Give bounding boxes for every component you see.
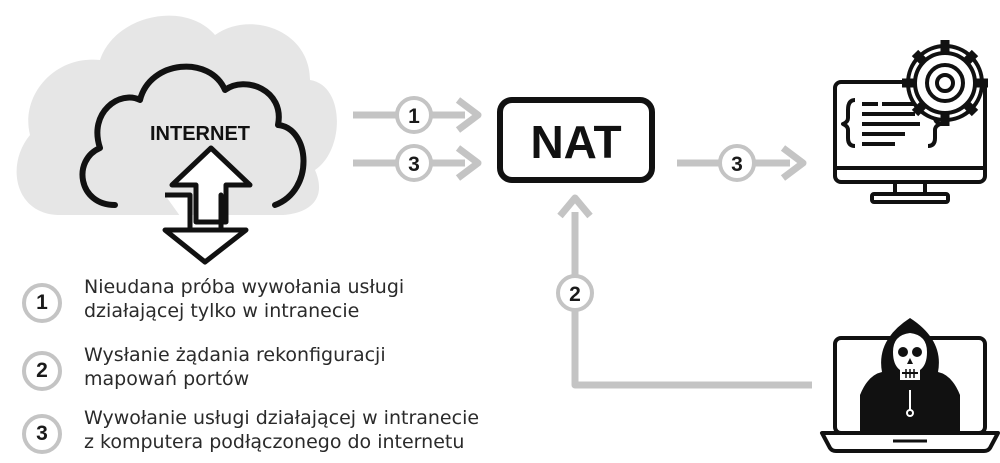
arrow-1-label: 1 bbox=[408, 105, 420, 128]
arrow-2-badge bbox=[556, 274, 594, 312]
hacker-laptop-icon bbox=[820, 318, 1000, 453]
arrow-3-to-nat: 3 bbox=[353, 144, 482, 182]
legend-item-2: 2 Wysłanie żądania rekonfiguracji mapowa… bbox=[22, 343, 386, 391]
arrow-2-label: 2 bbox=[569, 283, 581, 306]
gear-icon bbox=[902, 40, 988, 126]
legend-line: z komputera podłączonego do internetu bbox=[84, 431, 465, 453]
arrow-3-in-badge bbox=[395, 144, 433, 182]
arrow-3-in-label: 3 bbox=[408, 153, 420, 176]
legend-line: Wysłanie żądania rekonfiguracji bbox=[84, 344, 386, 366]
arrow-1-to-nat: 1 bbox=[353, 96, 482, 134]
legend-item-1: 1 Nieudana próba wywołania usługi działa… bbox=[22, 275, 404, 323]
cloud-icon bbox=[79, 63, 307, 208]
legend-line: Nieudana próba wywołania usługi bbox=[84, 276, 405, 298]
legend-text-3: Wywołanie usługi działającej w intraneci… bbox=[84, 406, 479, 454]
legend-number-2: 2 bbox=[22, 351, 62, 391]
legend-line: Wywołanie usługi działającej w intraneci… bbox=[84, 407, 480, 429]
nat-label: NAT bbox=[530, 116, 621, 168]
nat-box bbox=[497, 97, 655, 183]
legend-text-1: Nieudana próba wywołania usługi działają… bbox=[84, 275, 404, 323]
internet-label: INTERNET bbox=[150, 123, 250, 145]
arrow-1-badge bbox=[395, 96, 433, 134]
legend-line: mapowań portów bbox=[84, 368, 250, 390]
background-cloud-icon bbox=[16, 15, 337, 216]
legend-item-3: 3 Wywołanie usługi działającej w intrane… bbox=[22, 406, 479, 454]
legend-line: działającej tylko w intranecie bbox=[84, 300, 360, 322]
arrow-3-to-server: 3 bbox=[677, 144, 807, 182]
legend-number-1: 1 bbox=[22, 283, 62, 323]
legend-number-3: 3 bbox=[22, 414, 62, 454]
updown-arrow-icon bbox=[162, 145, 253, 265]
arrow-2-to-nat: 2 bbox=[556, 194, 812, 389]
arrow-3-out-label: 3 bbox=[731, 153, 743, 176]
legend-text-2: Wysłanie żądania rekonfiguracji mapowań … bbox=[84, 343, 386, 391]
arrow-3-out-badge bbox=[718, 144, 756, 182]
